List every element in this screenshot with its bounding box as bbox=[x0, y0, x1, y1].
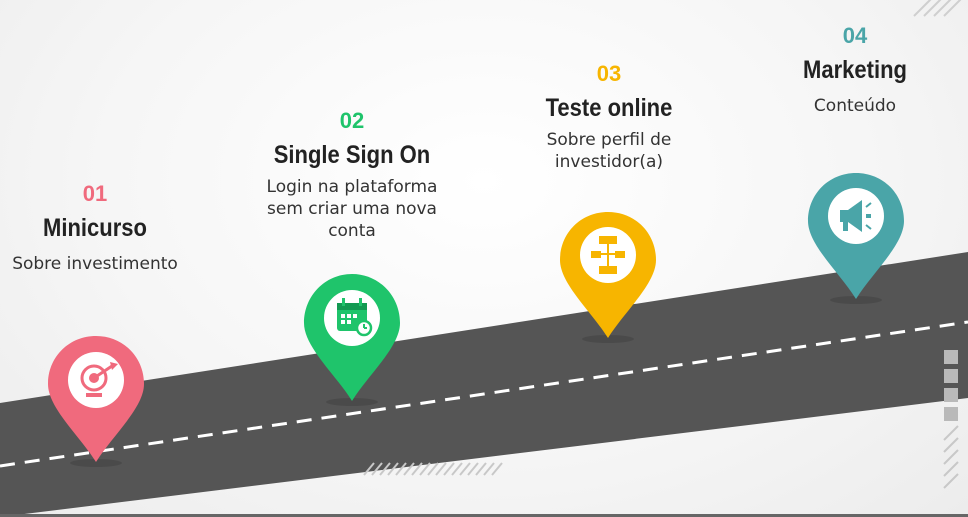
step-label-01: 01 Minicurso Sobre investimento bbox=[0, 181, 215, 275]
pin-marker-04 bbox=[808, 173, 904, 304]
pin-marker-03 bbox=[560, 212, 656, 343]
bottom-border bbox=[0, 514, 968, 517]
step-label-04: 04 Marketing Conteúdo bbox=[735, 23, 968, 117]
step-description-03: Sobre perfil de investidor(a) bbox=[546, 130, 672, 172]
step-label-03: 03 Teste online Sobre perfil de investid… bbox=[489, 61, 729, 173]
step-description-01: Sobre investimento bbox=[12, 254, 178, 274]
step-description-04: Conteúdo bbox=[813, 96, 897, 116]
road bbox=[0, 252, 968, 517]
calendar-icon bbox=[337, 298, 373, 337]
decorative-hatch-bottom bbox=[363, 462, 503, 476]
target-icon bbox=[80, 362, 118, 397]
decorative-squares-right bbox=[944, 350, 958, 421]
megaphone-icon bbox=[840, 200, 872, 232]
flowchart-icon bbox=[591, 236, 625, 274]
step-title-02: Single Sign On bbox=[273, 141, 431, 169]
step-number-01: 01 bbox=[82, 181, 108, 206]
pin-marker-01 bbox=[48, 336, 144, 467]
decorative-hatch-right bbox=[943, 425, 959, 489]
step-number-03: 03 bbox=[596, 61, 622, 86]
step-number-02: 02 bbox=[339, 108, 365, 133]
step-description-02: Login na plataforma sem criar uma nova c… bbox=[266, 177, 438, 241]
step-title-03: Teste online bbox=[545, 94, 673, 122]
step-label-02: 02 Single Sign On Login na plataforma se… bbox=[232, 108, 472, 242]
step-title-01: Minicurso bbox=[43, 214, 147, 242]
decorative-hatch-top-right bbox=[913, 0, 962, 17]
step-number-04: 04 bbox=[842, 23, 868, 48]
step-title-04: Marketing bbox=[803, 56, 907, 84]
road-center-dashes bbox=[0, 320, 968, 468]
pin-marker-02 bbox=[304, 274, 400, 406]
